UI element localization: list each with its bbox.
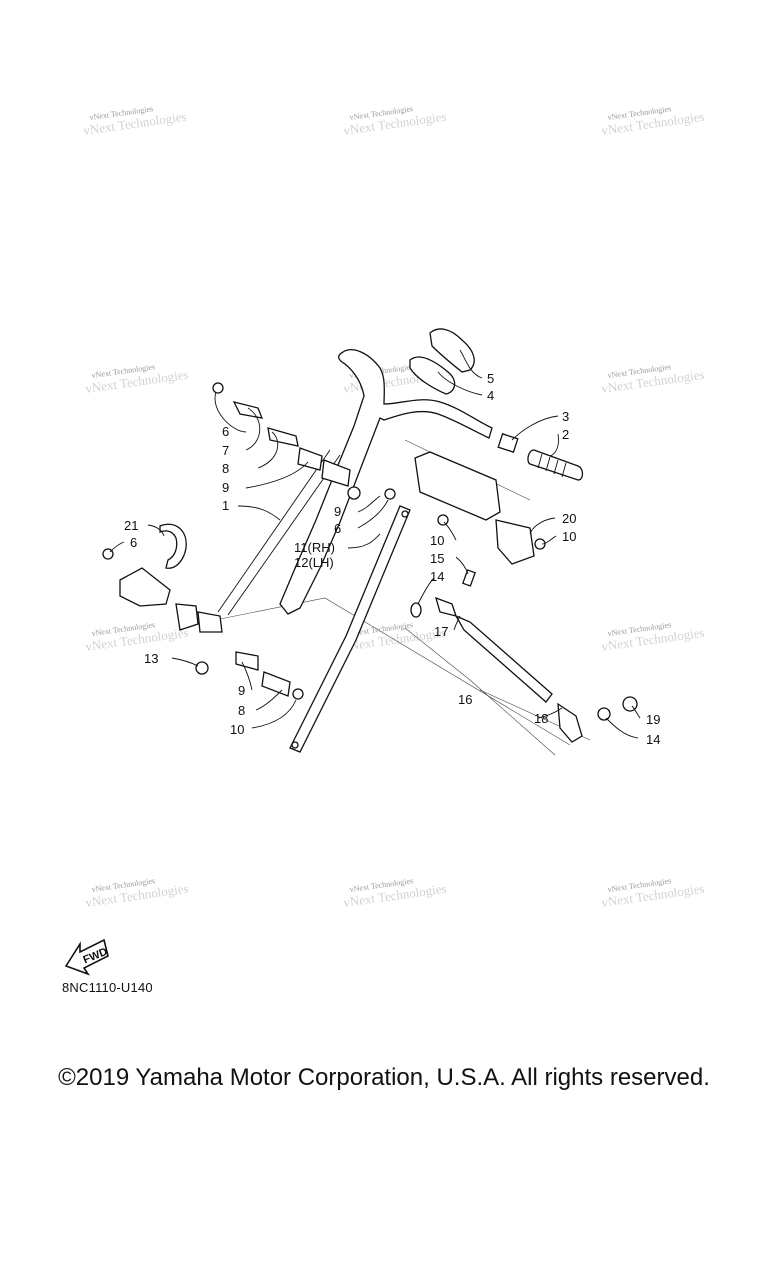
callout-6: 6 [334,521,341,536]
callout-10: 10 [562,529,576,544]
fwd-arrow-icon: FWD [64,938,109,976]
callout-3: 3 [562,409,569,424]
callout-19: 19 [646,712,660,727]
lower-clamp-parts [175,603,304,700]
callout-13: 13 [144,651,158,666]
handlebar [217,349,493,616]
tie-rod-parts [410,569,638,743]
diagram-code: 8NC1110-U140 [62,980,153,995]
callout-numbers: 6 7 8 9 1 5 4 3 2 9 6 11(RH) 12(LH) 10 2… [124,371,660,747]
callout-1: 1 [222,498,229,513]
callout-6: 6 [222,424,229,439]
callout-9: 9 [222,480,229,495]
dash-bracket [414,451,546,565]
callout-9: 9 [238,683,245,698]
callout-8: 8 [222,461,229,476]
callout-8: 8 [238,703,245,718]
callout-15: 15 [430,551,444,566]
callout-20: 20 [562,511,576,526]
callout-21: 21 [124,518,138,533]
callout-11-rh: 11(RH) [294,540,335,555]
callout-12-lh: 12(LH) [294,555,334,570]
callout-6: 6 [130,535,137,550]
grip-parts [409,328,584,481]
callout-7: 7 [222,443,229,458]
callout-10: 10 [430,533,444,548]
callout-9: 9 [334,504,341,519]
callout-14: 14 [646,732,660,747]
callout-2: 2 [562,427,569,442]
callout-16: 16 [458,692,472,707]
callout-4: 4 [487,388,494,403]
callout-14: 14 [430,569,444,584]
copyright-notice: ©2019 Yamaha Motor Corporation, U.S.A. A… [58,1064,710,1091]
left-strap-parts [102,523,187,607]
stay-rods [289,505,411,753]
callout-5: 5 [487,371,494,386]
leader-lines [109,349,641,739]
callout-10: 10 [230,722,244,737]
callout-17: 17 [434,624,448,639]
upper-clamp-parts [212,382,396,500]
callout-18: 18 [534,711,548,726]
